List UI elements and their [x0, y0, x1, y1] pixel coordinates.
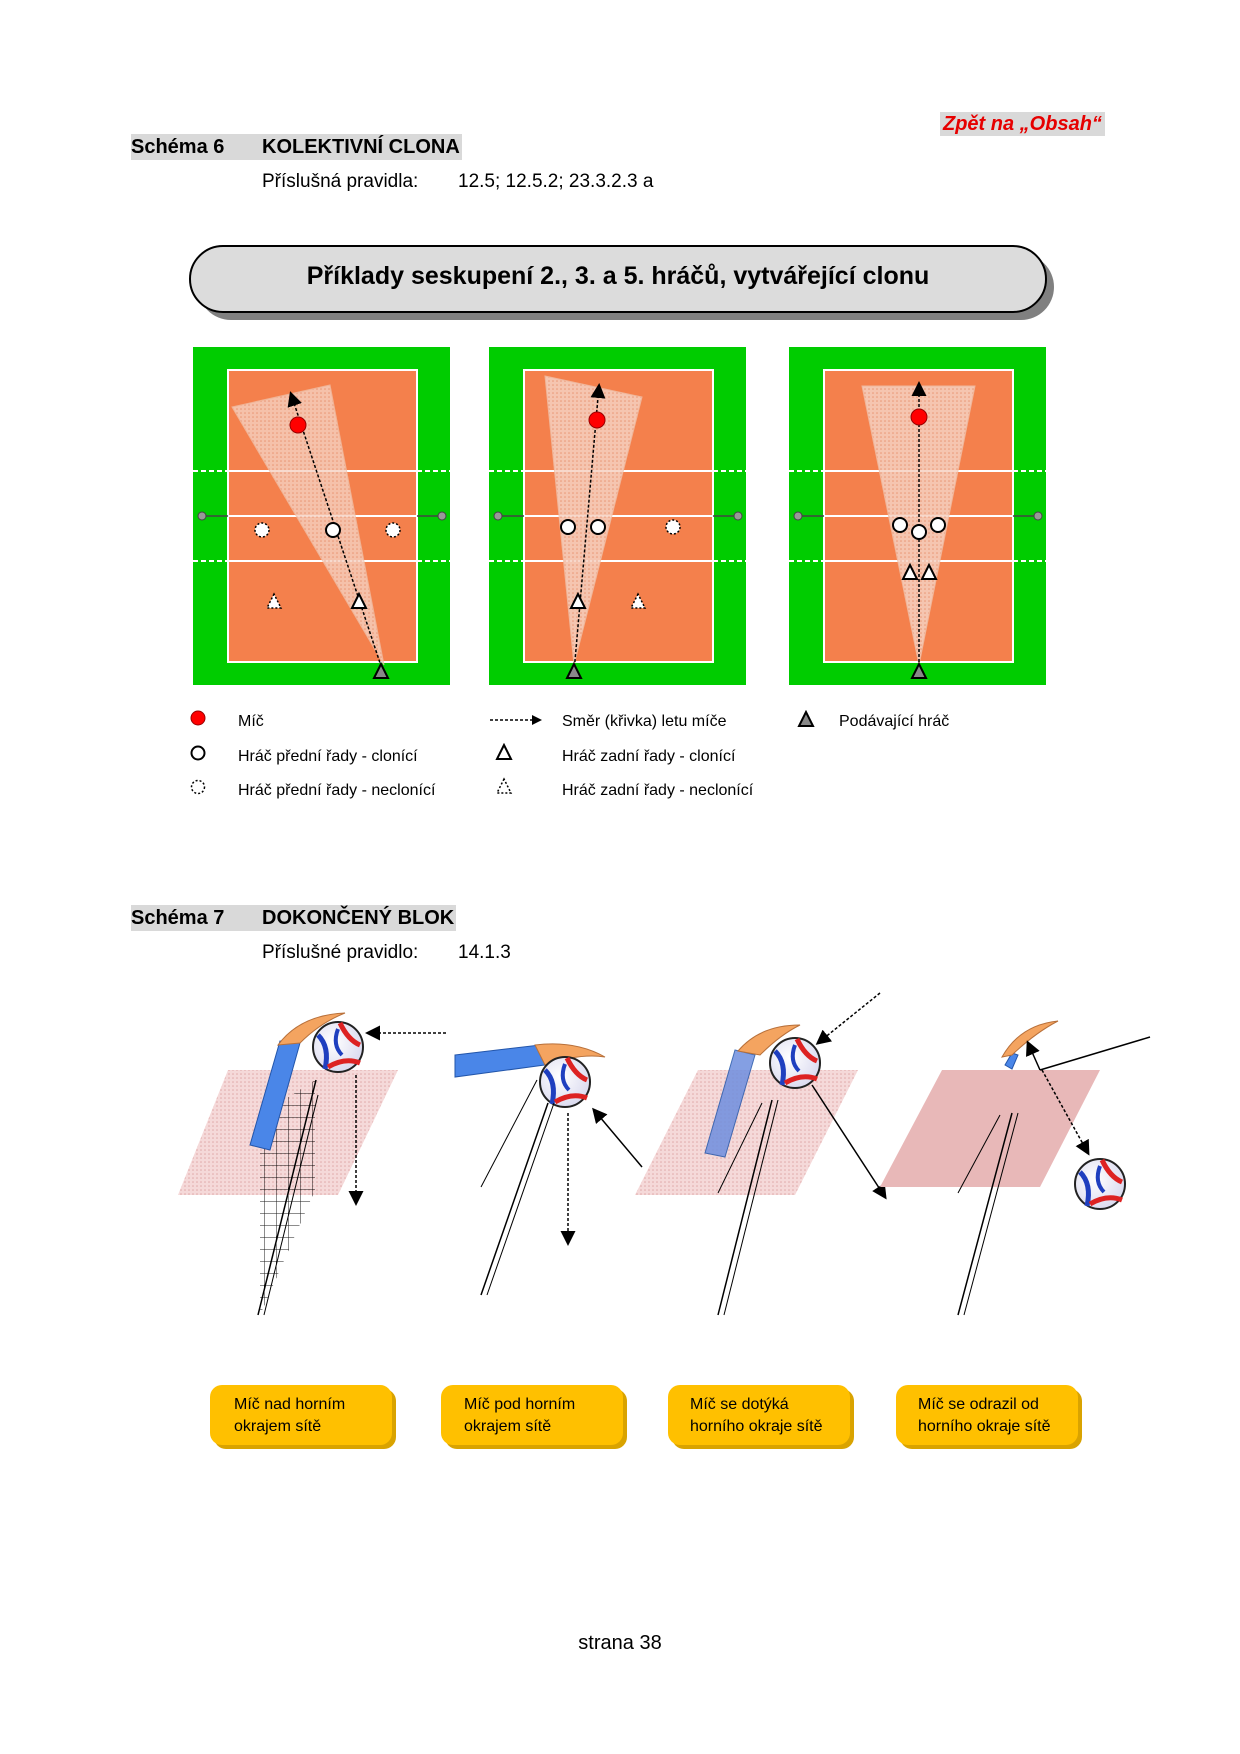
back-to-contents-link[interactable]: Zpět na „Obsah“	[940, 112, 1105, 136]
legend-back-screening-icon	[495, 743, 513, 760]
schema7-rules-label: Příslušné pravidlo:	[262, 942, 419, 963]
page-number: strana 38	[578, 1632, 662, 1654]
schema6-title: KOLEKTIVNÍ CLONA	[262, 134, 462, 160]
legend-server-label: Podávající hráč	[839, 713, 950, 730]
legend-front-non-screening-icon	[190, 779, 206, 795]
caption-3-line2: horního okraje sítě	[690, 1418, 823, 1435]
volleyball-icon	[1074, 1158, 1126, 1210]
volleyball-icon	[539, 1056, 591, 1108]
block-illustration-2	[454, 1043, 643, 1296]
legend-back-non-screening-icon	[495, 777, 513, 794]
legend-front-screening-label: Hráč přední řady - clonící	[238, 748, 418, 765]
caption-box-4	[896, 1385, 1082, 1449]
caption-box-3	[668, 1385, 854, 1449]
caption-1-line2: okrajem sítě	[234, 1418, 322, 1435]
court-2	[489, 347, 746, 685]
caption-2-line2: okrajem sítě	[464, 1418, 552, 1435]
caption-4-line2: horního okraje sítě	[918, 1418, 1051, 1435]
legend-ball-label: Míč	[238, 713, 264, 730]
caption-1-line1: Míč nad horním	[234, 1396, 346, 1413]
court-1	[193, 347, 450, 685]
schema7-rules-value: 14.1.3	[458, 942, 511, 963]
caption-2-line1: Míč pod horním	[464, 1396, 576, 1413]
schema6-banner-title: Příklady seskupení 2., 3. a 5. hráčů, vy…	[306, 262, 930, 290]
schema7-number: Schéma 7	[131, 905, 262, 931]
block-illustration-1	[178, 1012, 446, 1316]
schema6-rules-label: Příslušná pravidla:	[262, 171, 419, 192]
caption-box-1	[210, 1385, 396, 1449]
caption-3-line1: Míč se dotýká	[690, 1396, 789, 1413]
legend-ball-path-icon	[490, 715, 542, 725]
schema7-block-illustrations	[178, 992, 1151, 1316]
legend-server-icon	[797, 710, 815, 727]
legend-back-screening-label: Hráč zadní řady - clonící	[562, 748, 736, 765]
schema6-banner	[189, 245, 1054, 320]
volleyball-icon	[312, 1021, 364, 1073]
legend-ball-icon	[190, 710, 206, 726]
schema6-number: Schéma 6	[131, 134, 262, 160]
caption-box-2	[441, 1385, 627, 1449]
legend-back-non-screening-label: Hráč zadní řady - neclonící	[562, 782, 754, 799]
legend-front-screening-icon	[190, 745, 206, 761]
volleyball-icon	[769, 1037, 821, 1089]
schema7-title: DOKONČENÝ BLOK	[262, 905, 457, 931]
block-illustration-4	[880, 1020, 1151, 1316]
legend-ball-path-label: Směr (křivka) letu míče	[562, 713, 727, 730]
schema6-courts	[193, 347, 1046, 685]
caption-4-line1: Míč se odrazil od	[918, 1396, 1039, 1413]
block-illustration-3	[635, 992, 887, 1316]
schema6-rules-value: 12.5; 12.5.2; 23.3.2.3 a	[458, 171, 654, 192]
court-3	[789, 347, 1046, 685]
legend-front-non-screening-label: Hráč přední řady - neclonící	[238, 782, 436, 799]
